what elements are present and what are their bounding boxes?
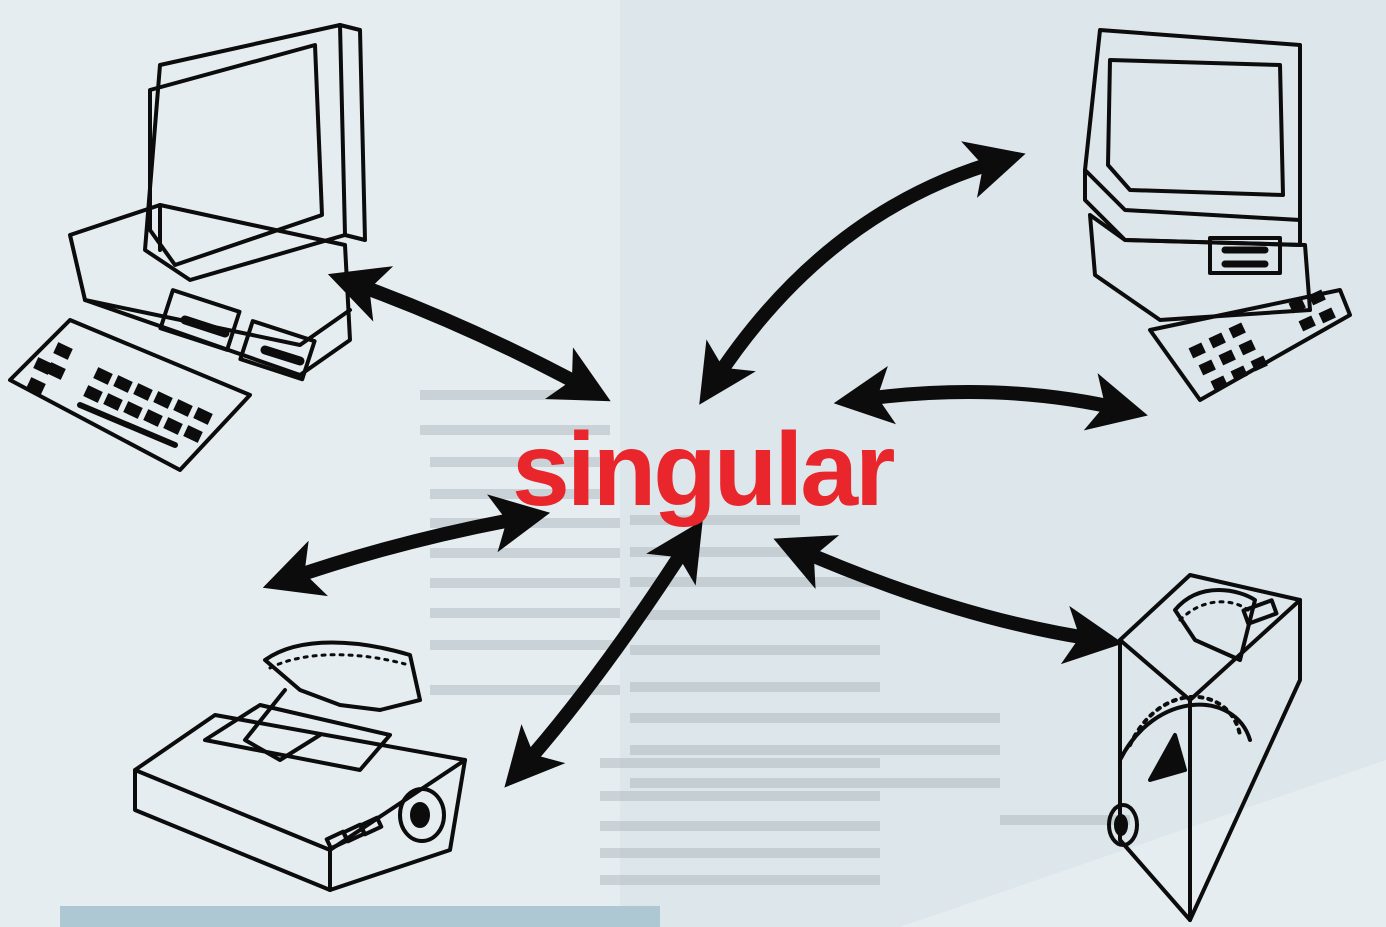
monitor-screen <box>1106 58 1285 197</box>
connection-arrows <box>262 141 1148 788</box>
printer-body <box>1118 573 1302 922</box>
base-unit <box>1088 213 1312 322</box>
keyboard-outline <box>8 318 252 472</box>
printer-icon <box>1107 573 1302 922</box>
arrow-computer-top-right <box>699 141 1026 405</box>
drive-slot-right <box>238 319 317 382</box>
control-buttons <box>324 815 384 851</box>
monitor-bezel <box>338 23 367 242</box>
feed-triangle <box>1148 733 1187 782</box>
singular-brand-label: singular <box>512 412 896 528</box>
paper-sheet <box>263 640 422 712</box>
drive-slot-left <box>158 288 242 352</box>
paper-sheet <box>1173 588 1257 662</box>
keyboard-keys <box>1188 289 1336 392</box>
control-buttons <box>1241 598 1279 626</box>
arrow-printer-bottom-right <box>773 535 1124 665</box>
arrow-printer-bottom-left-short <box>262 494 551 597</box>
drive-bar-left <box>180 315 230 338</box>
printer-slot <box>203 703 392 772</box>
drive-slot <box>1208 236 1282 275</box>
keyboard-outline <box>1148 288 1352 402</box>
arrow-right-side <box>833 366 1148 431</box>
platen-knob <box>398 787 446 843</box>
keyboard-spacebar <box>77 402 178 448</box>
arrow-printer-bottom-left-long <box>504 520 703 788</box>
paper-perforation <box>268 653 407 670</box>
monitor-outer <box>1083 28 1302 222</box>
monitor-outer <box>143 23 347 282</box>
paper-perforation <box>1178 600 1250 622</box>
printer-body <box>133 713 467 892</box>
arrow-computer-top-left <box>327 266 611 402</box>
desktop-computer-icon <box>1083 28 1352 402</box>
platen-knob <box>1107 803 1139 847</box>
paper-arc-line <box>1118 702 1252 762</box>
platen-knob-inner <box>1114 814 1128 836</box>
platen-knob-inner <box>410 802 430 828</box>
bottom-strip <box>60 906 660 927</box>
printer-icon <box>133 640 467 892</box>
drive-bar-right <box>260 345 305 366</box>
keyboard-keys <box>26 342 213 443</box>
paper-arc <box>1128 694 1242 747</box>
